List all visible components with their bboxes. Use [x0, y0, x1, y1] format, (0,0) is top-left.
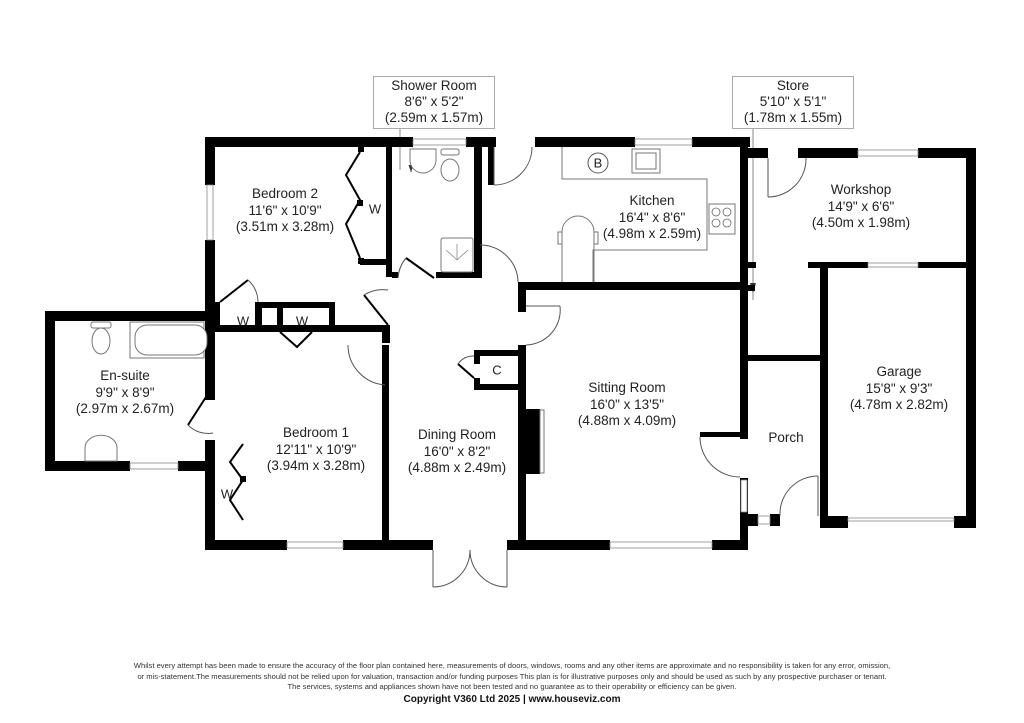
disclaimer-line-2: or mis-statement.The measurements should… [137, 671, 887, 681]
room-name: Garage [876, 364, 922, 379]
disclaimer-line-3: The services, systems and appliances sho… [287, 682, 737, 692]
room-label-kitchen: Kitchen 16'4" x 8'6" (4.98m x 2.59m) [603, 193, 701, 243]
kitchen-fixtures [557, 147, 736, 282]
wardrobe-marker: W [295, 313, 309, 329]
room-imperial: 11'6" x 10'9" [248, 202, 322, 218]
room-label-garage: Garage 15'8" x 9'3" (4.78m x 2.82m) [850, 364, 948, 414]
room-label-en-suite: En-suite 9'9" x 8'9" (2.97m x 2.67m) [76, 368, 174, 418]
room-imperial: 9'9" x 8'9" [95, 384, 155, 400]
cupboard-marker: C [492, 362, 502, 378]
room-metric: (4.78m x 2.82m) [849, 397, 949, 412]
room-name: Sitting Room [588, 380, 666, 395]
room-metric: (4.50m x 1.98m) [811, 215, 911, 230]
room-metric: (1.78m x 1.55m) [743, 110, 843, 125]
room-label-sitting-room: Sitting Room 16'0" x 13'5" (4.88m x 4.09… [578, 380, 676, 430]
room-metric: (4.88m x 4.09m) [577, 413, 677, 428]
en-suite-fixtures [84, 321, 208, 462]
doors [187, 146, 819, 588]
wardrobe-marker: W [368, 201, 382, 217]
fireplace [539, 409, 545, 474]
room-metric: (3.94m x 3.28m) [266, 458, 366, 473]
room-metric: (4.88m x 2.49m) [407, 460, 507, 475]
store-callout: Store 5'10" x 5'1" (1.78m x 1.55m) [732, 76, 854, 129]
boiler-symbol [587, 152, 609, 174]
room-label-bedroom-2: Bedroom 2 11'6" x 10'9" (3.51m x 3.28m) [236, 186, 334, 236]
room-imperial: 8'6" x 5'2" [404, 94, 464, 109]
room-metric: (2.97m x 2.67m) [75, 401, 175, 416]
room-imperial: 15'8" x 9'3" [865, 380, 933, 396]
room-name: Dining Room [417, 427, 497, 442]
wardrobe-marker: W [236, 313, 250, 329]
room-imperial: 12'11" x 10'9" [275, 441, 357, 457]
room-name: En-suite [100, 368, 150, 383]
room-name: Kitchen [629, 193, 675, 208]
room-label-dining-room: Dining Room 16'0" x 8'2" (4.88m x 2.49m) [408, 427, 506, 477]
room-metric: (2.59m x 1.57m) [384, 110, 484, 125]
disclaimer-line-1: Whilst every attempt has been made to en… [133, 661, 891, 670]
room-name: Bedroom 1 [282, 425, 350, 440]
room-imperial: 16'4" x 8'6" [618, 209, 686, 225]
room-name: Store [776, 78, 810, 93]
boiler-marker: B [593, 155, 603, 171]
room-name: Workshop [830, 182, 892, 197]
room-name: Shower Room [391, 78, 477, 93]
room-name: Porch [768, 430, 804, 445]
walls [45, 137, 976, 550]
room-label-workshop: Workshop 14'9" x 6'6" (4.50m x 1.98m) [812, 182, 910, 232]
room-label-bedroom-1: Bedroom 1 12'11" x 10'9" (3.94m x 3.28m) [267, 425, 365, 475]
room-imperial: 14'9" x 6'6" [827, 198, 895, 214]
copyright: Copyright V360 Ltd 2025 | www.houseviz.c… [403, 694, 621, 706]
room-imperial: 16'0" x 8'2" [423, 443, 491, 459]
room-metric: (3.51m x 3.28m) [235, 219, 335, 234]
room-name: Bedroom 2 [251, 186, 319, 201]
room-imperial: 16'0" x 13'5" [589, 396, 665, 412]
windows [129, 138, 955, 549]
room-label-porch: Porch [768, 430, 803, 447]
room-imperial: 5'10" x 5'1" [759, 94, 827, 109]
footer: Whilst every attempt has been made to en… [0, 661, 1024, 706]
shower-room-fixtures [409, 148, 474, 273]
wardrobe-marker: W [220, 486, 234, 502]
room-metric: (4.98m x 2.59m) [602, 226, 702, 241]
shower-room-callout: Shower Room 8'6" x 5'2" (2.59m x 1.57m) [373, 76, 495, 129]
